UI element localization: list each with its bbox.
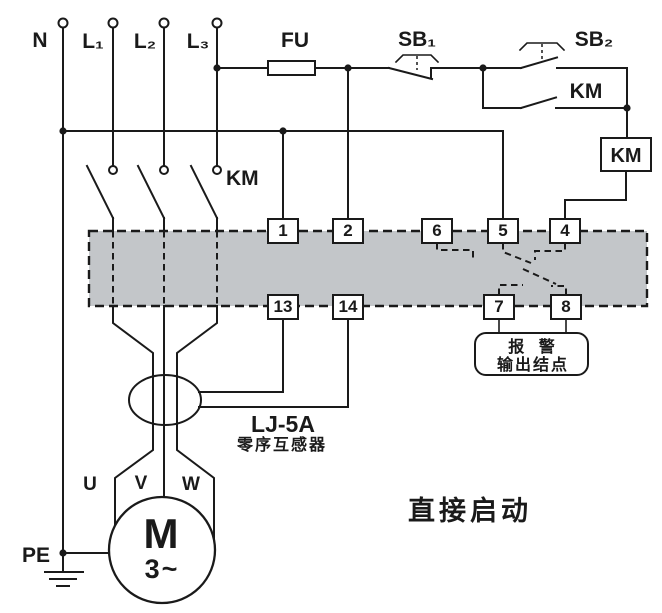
- terminal-box-2: [332, 218, 364, 244]
- km-main-label: KM: [226, 167, 259, 190]
- fuse-label: FU: [281, 29, 309, 52]
- fuse-symbol: [267, 60, 316, 76]
- terminal8-arm: [551, 285, 567, 295]
- terminal-box-1: [267, 218, 299, 244]
- km-aux-blade: [519, 96, 558, 110]
- phase-wires-to-motor: [112, 305, 218, 547]
- motor-terminal-u-label: U: [83, 474, 97, 495]
- km-coil-label: KM: [610, 145, 641, 167]
- alarm-contact-blade: [522, 268, 557, 285]
- ct-ring: [128, 374, 202, 426]
- relay-internal-contacts: [436, 243, 567, 295]
- junction-pe: [59, 549, 67, 557]
- relay-terminals-top: 1 2 6 5 4: [267, 218, 581, 244]
- alarm-label-line1: 报 警: [508, 337, 559, 356]
- sb2-label: SB₂: [575, 28, 614, 51]
- motor-terminal-v-label: V: [135, 473, 148, 494]
- alarm-output-box: [474, 332, 589, 376]
- sb2-blade: [519, 56, 559, 70]
- alarm-output: 报 警 输出结点: [474, 318, 589, 376]
- km-main-blade-3: [189, 164, 219, 220]
- terminal-box-5: [487, 218, 519, 244]
- sb1-label: SB₁: [398, 28, 436, 51]
- km-main-blade-1: [85, 164, 115, 220]
- phase1-label: L₁: [82, 30, 104, 53]
- sb2-start-button: [518, 42, 566, 70]
- neutral-label: N: [32, 29, 47, 52]
- terminal-label-4: 4: [560, 221, 570, 240]
- km-coil-box: [600, 137, 652, 172]
- sb1-blade: [387, 66, 434, 81]
- control-wires: [216, 67, 628, 220]
- terminal7-arm: [498, 284, 523, 295]
- terminal-box-14: [332, 294, 364, 320]
- pe-label: PE: [22, 544, 50, 567]
- km-main-blade-2: [136, 164, 166, 220]
- motor-symbol: M 3~: [107, 495, 217, 605]
- junction-l3-fuse: [213, 64, 221, 72]
- sb2-actuator: [518, 42, 566, 52]
- phase3-to-motor: [176, 305, 218, 547]
- terminal4-arm: [534, 243, 566, 260]
- phase1-to-motor: [112, 305, 154, 533]
- sb1-stop-button: [387, 54, 440, 81]
- ground-symbol: [44, 552, 116, 587]
- junction-sb2-branch: [479, 64, 487, 72]
- terminal-label-13: 13: [274, 297, 293, 316]
- terminal5-blade: [502, 243, 532, 264]
- junction-aux-coil: [623, 104, 631, 112]
- neutral-terminal-circle: [57, 17, 69, 29]
- km-contact-circle-1: [108, 165, 118, 175]
- km-aux-label: KM: [570, 80, 603, 103]
- terminal-box-4: [549, 218, 581, 244]
- control-wire-right: [556, 67, 628, 139]
- ct-model-label: LJ-5A: [251, 411, 315, 437]
- aux-branch-left: [482, 67, 522, 109]
- km-contact-circle-3: [212, 165, 222, 175]
- junction-dots: [59, 64, 631, 557]
- terminal-box-13: [267, 294, 299, 320]
- phase1-terminal-circle: [107, 17, 119, 29]
- phase2-label: L₂: [134, 30, 156, 53]
- junction-terminal1: [279, 127, 287, 135]
- terminal6-arm: [436, 243, 474, 259]
- phase2-terminal-circle: [158, 17, 170, 29]
- junction-terminal2: [344, 64, 352, 72]
- junction-neutral-bus: [59, 127, 67, 135]
- terminal-box-6: [421, 218, 453, 244]
- km-main-contacts: [85, 164, 222, 232]
- neutral-bus-to-terminal5: [62, 130, 504, 220]
- coil-to-terminal4: [564, 170, 627, 220]
- source-terminals: [57, 17, 223, 29]
- terminal-label-8: 8: [561, 297, 570, 316]
- terminal-label-7: 7: [494, 297, 503, 316]
- terminal-label-14: 14: [339, 297, 358, 316]
- alarm-label-line2: 输出结点: [497, 355, 569, 374]
- ct-secondary-wires: [198, 317, 349, 408]
- terminal-label-2: 2: [343, 221, 352, 240]
- sb1-actuator: [394, 54, 440, 64]
- phase-wires-through-relay: [112, 231, 218, 306]
- motor-phase-label: 3~: [145, 554, 180, 584]
- ct-name-label: 零序互感器: [236, 435, 327, 454]
- phase3-terminal-circle: [211, 17, 223, 29]
- motor-terminal-w-label: W: [182, 474, 200, 495]
- power-wires: [62, 26, 504, 554]
- terminal14-wire: [198, 317, 349, 408]
- motor-circle: [107, 495, 217, 605]
- terminal-label-5: 5: [498, 221, 507, 240]
- terminal-label-1: 1: [278, 221, 287, 240]
- terminal-label-6: 6: [432, 221, 441, 240]
- km-contact-circle-2: [159, 165, 169, 175]
- phase3-label: L₃: [187, 30, 210, 53]
- motor-letter: M: [144, 510, 179, 557]
- terminal13-wire: [198, 317, 284, 393]
- diagram-caption: 直接启动: [408, 496, 532, 526]
